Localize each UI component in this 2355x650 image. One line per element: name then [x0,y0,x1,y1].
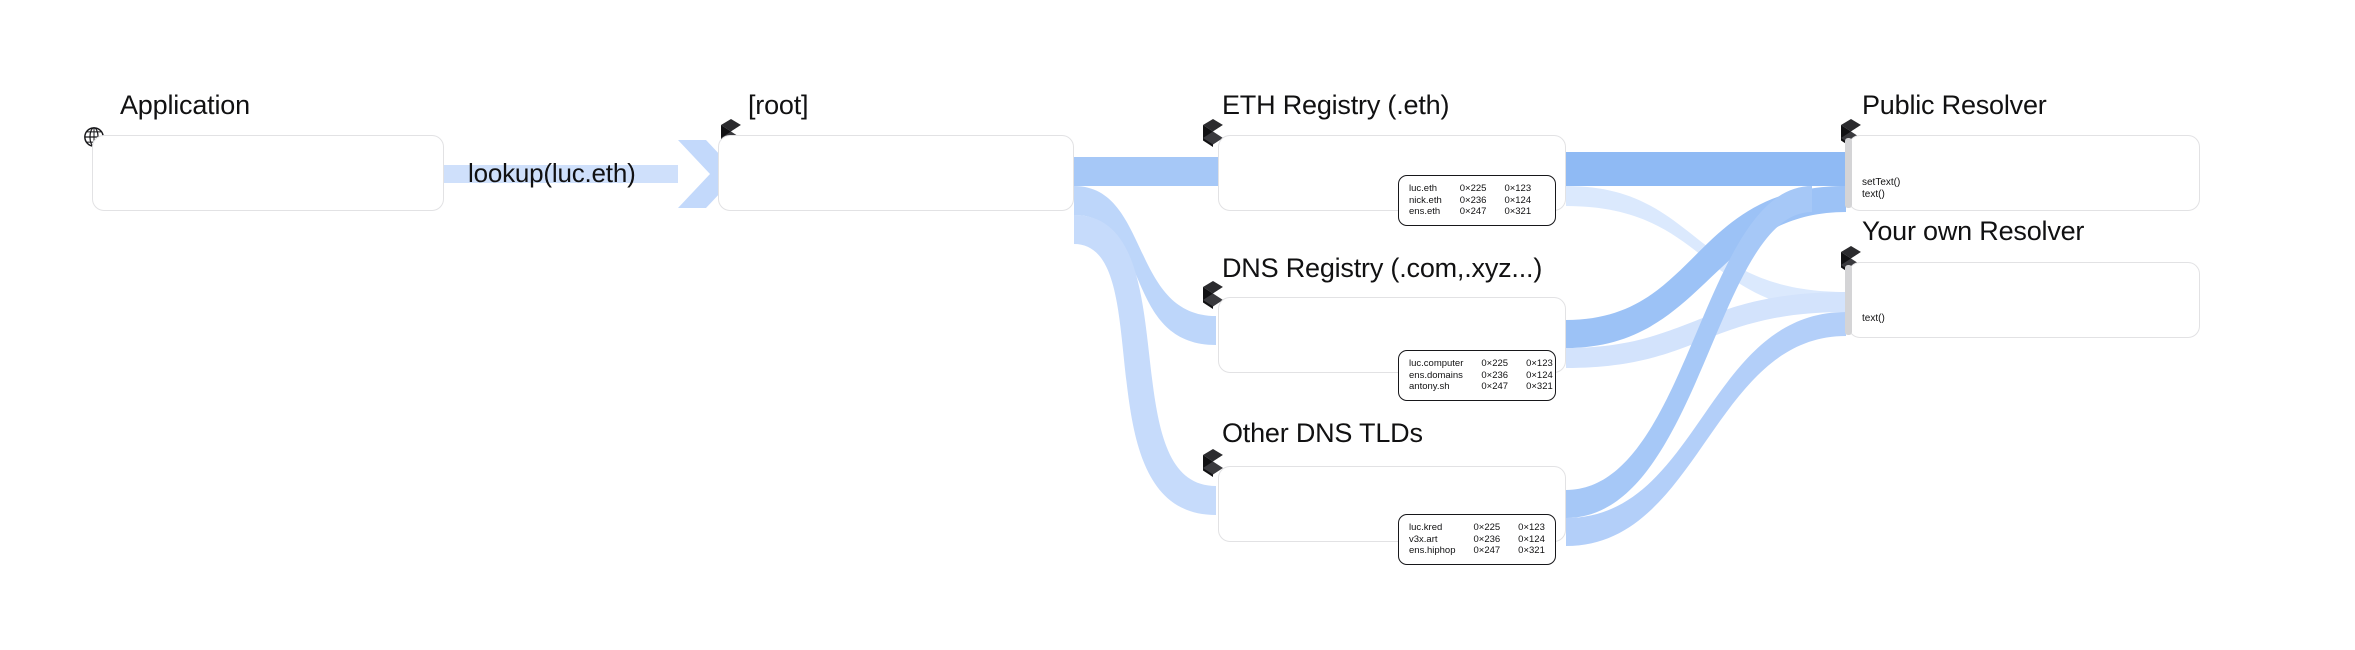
flow-label-lookup: lookup(luc.eth) [468,158,636,188]
contract-icon-other-dns-tlds [1203,449,1223,477]
record-resolver: 0×124 [1504,194,1532,206]
node-title-public-resolver: Public Resolver [1862,90,2047,120]
node-root[interactable] [718,135,1074,211]
table-row: v3x.art 0×236 0×124 [1409,534,1545,546]
record-name: luc.eth [1409,183,1437,194]
method-item: text() [1862,188,1885,200]
table-row: ens.domains 0×236 0×124 [1409,370,1553,382]
edge-other-dns-tlds-to-public-resolver [1566,186,1812,518]
edge-root-to-other-dns-tlds [1074,215,1216,515]
record-table-dns-registry-grid: luc.computer 0×225 0×123 ens.domains 0×2… [1409,358,1553,393]
node-title-eth-registry: ETH Registry (.eth) [1222,90,1450,120]
edge-eth-registry-to-your-own-resolver [1566,186,1846,312]
record-table-dns-registry-body: luc.computer 0×225 0×123 ens.domains 0×2… [1409,358,1553,393]
record-table-eth-registry-grid: luc.eth 0×225 0×123 nick.eth 0×236 0×124… [1409,183,1531,218]
record-owner: 0×225 [1459,183,1487,194]
table-row: nick.eth 0×236 0×124 [1409,195,1531,207]
record-name: nick.eth [1409,194,1442,206]
edge-root-to-eth-registry [1074,157,1220,186]
record-name: antony.sh [1409,381,1450,392]
record-name: ens.domains [1409,369,1463,381]
record-resolver: 0×124 [1518,533,1545,545]
node-handle-your-own-resolver[interactable] [1845,265,1852,335]
node-handle-public-resolver[interactable] [1845,138,1852,208]
node-title-root: [root] [748,90,809,120]
record-resolver: 0×124 [1526,369,1553,381]
record-resolver: 0×321 [1504,206,1532,217]
node-title-application: Application [120,90,250,120]
record-table-dns-registry: luc.computer 0×225 0×123 ens.domains 0×2… [1398,350,1556,401]
record-resolver: 0×123 [1518,522,1545,533]
record-table-other-dns-tlds-grid: luc.kred 0×225 0×123 v3x.art 0×236 0×124… [1409,522,1545,557]
node-application[interactable] [92,135,444,211]
edge-dns-registry-to-public-resolver [1566,186,1846,348]
method-item: text() [1862,313,1885,324]
record-table-eth-registry: luc.eth 0×225 0×123 nick.eth 0×236 0×124… [1398,175,1556,226]
record-owner: 0×225 [1473,522,1501,533]
record-owner: 0×225 [1481,358,1509,369]
edge-dns-registry-to-your-own-resolver [1566,292,1846,368]
record-owner: 0×236 [1473,533,1501,545]
edge-eth-registry-to-public-resolver [1566,152,1846,186]
record-owner: 0×247 [1481,381,1509,392]
node-public-resolver[interactable] [1848,135,2200,211]
record-name: luc.computer [1409,358,1464,369]
table-row: ens.eth 0×247 0×321 [1409,206,1531,218]
record-table-eth-registry-body: luc.eth 0×225 0×123 nick.eth 0×236 0×124… [1409,183,1531,218]
record-name: ens.hiphop [1409,545,1456,556]
record-owner: 0×247 [1459,206,1487,217]
node-title-your-own-resolver: Your own Resolver [1862,216,2085,246]
record-owner: 0×236 [1459,194,1487,206]
table-row: luc.kred 0×225 0×123 [1409,522,1545,534]
methods-public-resolver: setText() text() [1862,177,1900,200]
table-row: luc.eth 0×225 0×123 [1409,183,1531,195]
record-resolver: 0×321 [1518,545,1545,556]
method-item: setText() [1862,177,1901,188]
table-row: ens.hiphop 0×247 0×321 [1409,545,1545,557]
edge-root-to-dns-registry [1074,186,1216,345]
record-resolver: 0×321 [1526,381,1553,392]
edge-other-dns-tlds-to-your-own-resolver [1566,312,1846,546]
methods-your-own-resolver: text() [1862,313,1885,325]
node-title-other-dns-tlds: Other DNS TLDs [1222,418,1423,448]
record-resolver: 0×123 [1504,183,1532,194]
record-name: luc.kred [1409,522,1443,533]
node-your-own-resolver[interactable] [1848,262,2200,338]
record-table-other-dns-tlds: luc.kred 0×225 0×123 v3x.art 0×236 0×124… [1398,514,1556,565]
record-name: v3x.art [1409,533,1438,545]
node-title-dns-registry: DNS Registry (.com,.xyz...) [1222,253,1543,283]
record-table-other-dns-tlds-body: luc.kred 0×225 0×123 v3x.art 0×236 0×124… [1409,522,1545,557]
record-owner: 0×247 [1473,545,1501,556]
table-row: antony.sh 0×247 0×321 [1409,381,1553,393]
record-resolver: 0×123 [1526,358,1553,369]
record-owner: 0×236 [1481,369,1509,381]
table-row: luc.computer 0×225 0×123 [1409,358,1553,370]
record-name: ens.eth [1409,206,1441,217]
